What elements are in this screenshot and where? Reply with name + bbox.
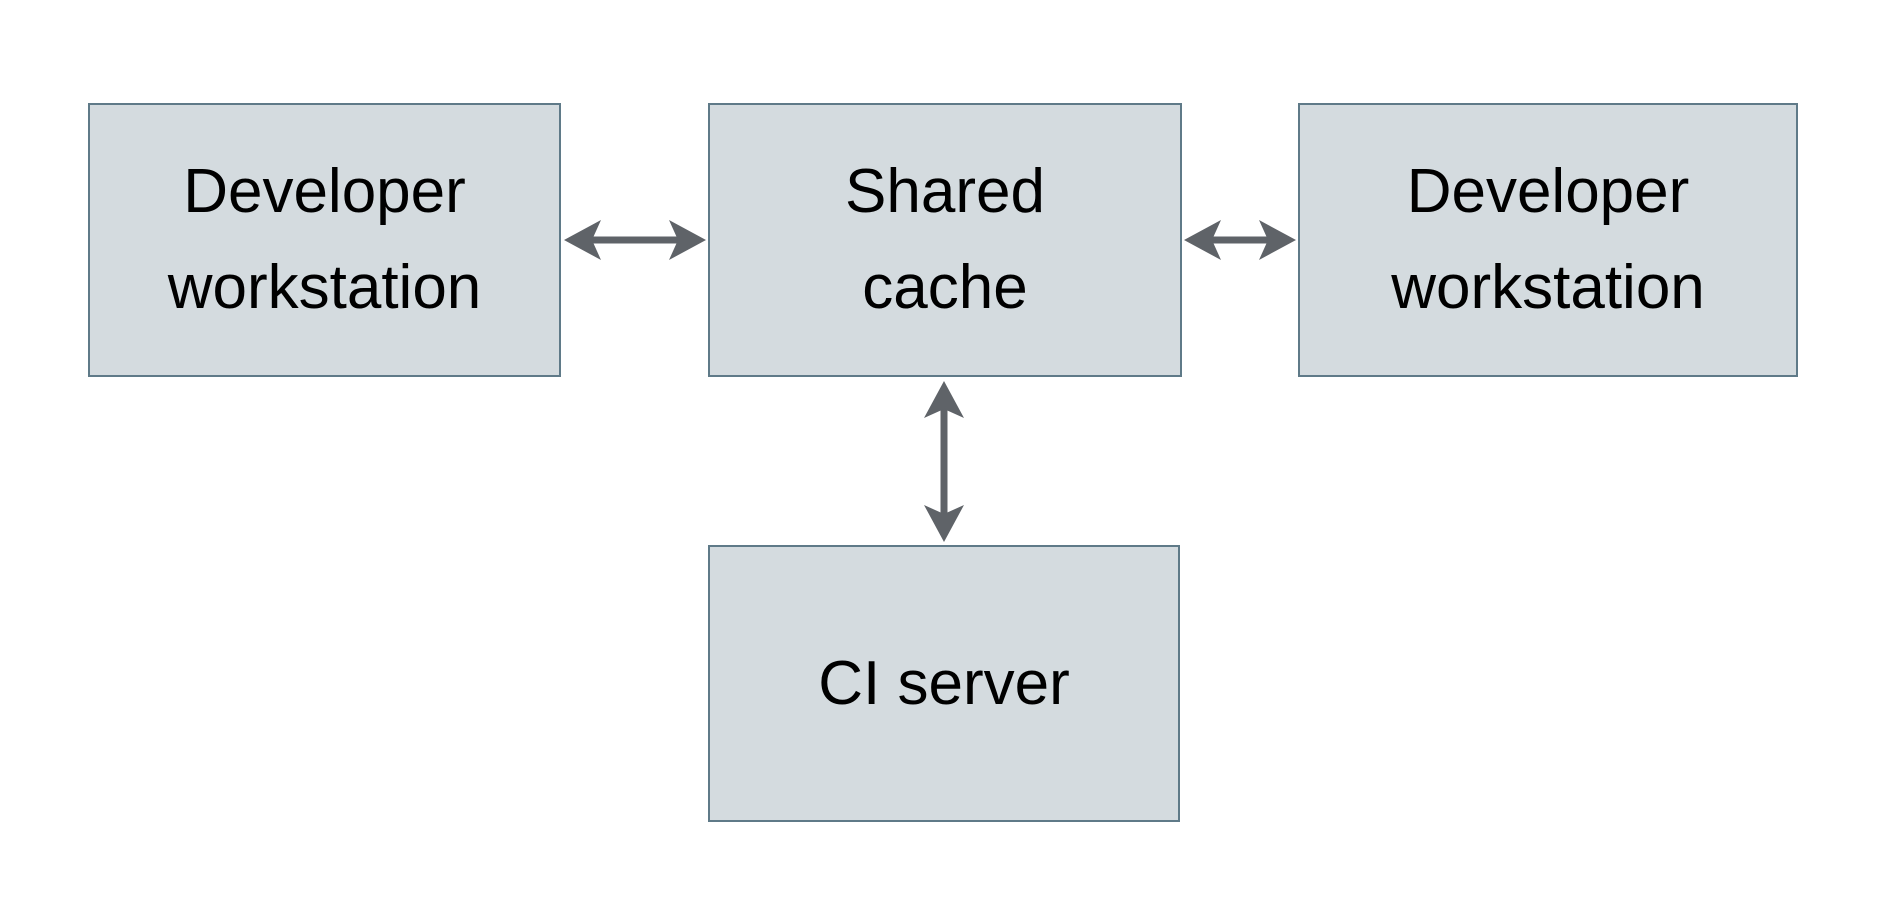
arrowhead-up-icon: [924, 381, 964, 418]
edge-shared-cache-ci-server: [924, 381, 964, 542]
node-shared-cache: Shared cache: [708, 103, 1182, 377]
node-label-developer-workstation-left: Developer workstation: [167, 157, 482, 322]
node-label-ci-server: CI server: [818, 648, 1070, 718]
arrowhead-down-icon: [924, 505, 964, 542]
arrowhead-right-icon: [1259, 220, 1296, 260]
edge-shared-cache-right-workstation: [1184, 220, 1296, 260]
arrowhead-left-icon: [1184, 220, 1221, 260]
node-ci-server: CI server: [708, 545, 1180, 822]
node-developer-workstation-right: Developer workstation: [1298, 103, 1798, 377]
arrowhead-left-icon: [564, 220, 601, 260]
arrowhead-right-icon: [669, 220, 706, 260]
node-developer-workstation-left: Developer workstation: [88, 103, 561, 377]
edge-left-workstation-shared-cache: [564, 220, 706, 260]
node-label-shared-cache: Shared cache: [845, 157, 1045, 322]
node-label-developer-workstation-right: Developer workstation: [1391, 157, 1705, 322]
